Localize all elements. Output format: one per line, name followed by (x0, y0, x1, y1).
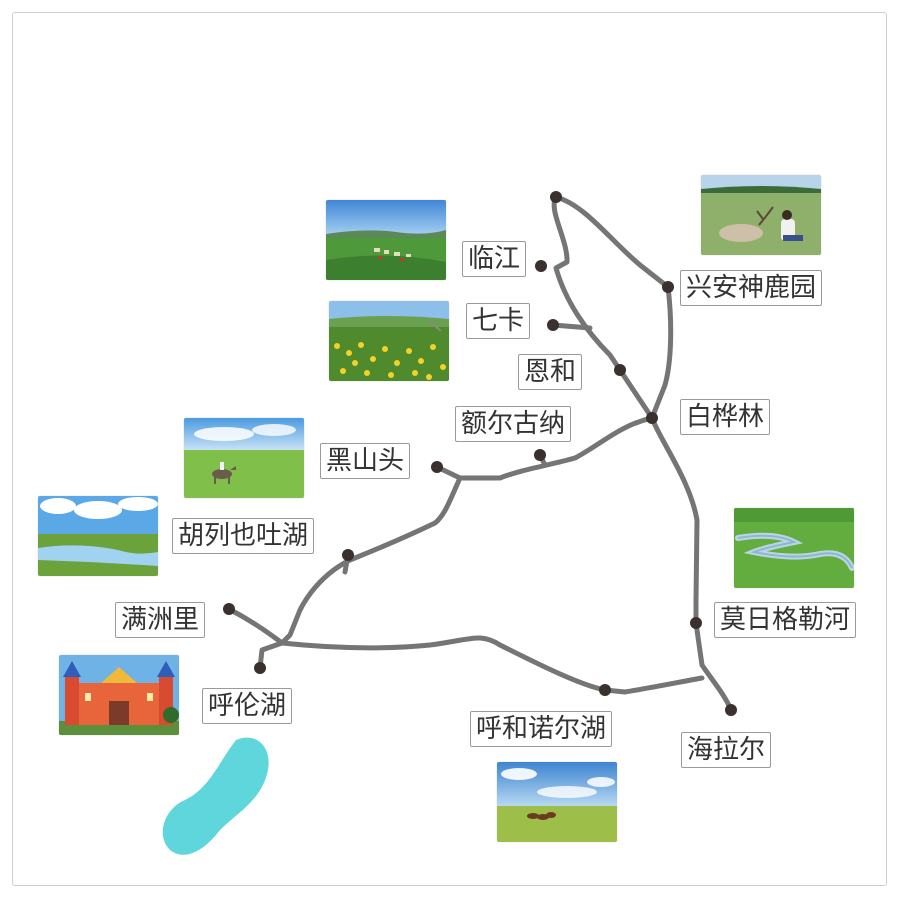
marker-qika (547, 319, 559, 331)
photo-village (326, 200, 446, 280)
photo-lake (38, 496, 158, 576)
label-hailaer: 海拉尔 (681, 732, 772, 768)
hulun-lake (162, 737, 269, 855)
marker-xingan (662, 281, 674, 293)
route-baihualin-hailaer (649, 415, 734, 713)
route-top-linjiang-enhe (551, 194, 655, 421)
route-south (279, 635, 705, 695)
label-morigelehe: 莫日格勒河 (714, 602, 857, 638)
marker-huhenuoerhu (599, 684, 611, 696)
marker-top (550, 191, 562, 203)
marker-heishantou (431, 461, 443, 473)
route-hulunhu (257, 640, 285, 671)
route-qika-spur (550, 322, 593, 331)
route-baihualin-eerguna-junction (457, 415, 655, 481)
marker-baihualin (646, 412, 658, 424)
marker-linjiang (535, 260, 547, 272)
label-eerguna: 额尔古纳 (455, 406, 572, 442)
label-baihualin: 白桦林 (680, 399, 771, 435)
marker-enhe (614, 364, 626, 376)
marker-hulieyetuhu (342, 549, 354, 561)
marker-eerguna (534, 449, 546, 461)
place-markers (223, 191, 737, 716)
label-huhenuoerhu: 呼和诺尔湖 (470, 711, 613, 747)
route-top-xingan-baihualin (553, 194, 674, 421)
label-qika: 七卡 (466, 303, 531, 339)
label-hulunhu: 呼伦湖 (202, 688, 293, 724)
marker-hailaer (725, 704, 737, 716)
label-linjiang: 临江 (462, 241, 527, 277)
marker-manzhouli (223, 603, 235, 615)
photo-reindeer (701, 175, 821, 255)
route-junction-south (279, 475, 463, 646)
label-heishantou: 黑山头 (320, 443, 411, 479)
label-xingan: 兴安神鹿园 (680, 270, 823, 306)
photo-castle (59, 655, 179, 735)
label-enhe: 恩和 (518, 354, 583, 390)
route-manzhouli (226, 606, 285, 646)
label-hulieyetuhu: 胡列也吐湖 (172, 518, 315, 554)
marker-hulunhu (254, 662, 266, 674)
photo-horses (497, 762, 617, 842)
photo-river (734, 508, 854, 588)
photo-flowers (329, 301, 449, 381)
label-manzhouli: 满洲里 (115, 602, 206, 638)
marker-morigelehe (690, 617, 702, 629)
photo-horse-rider (184, 418, 304, 498)
